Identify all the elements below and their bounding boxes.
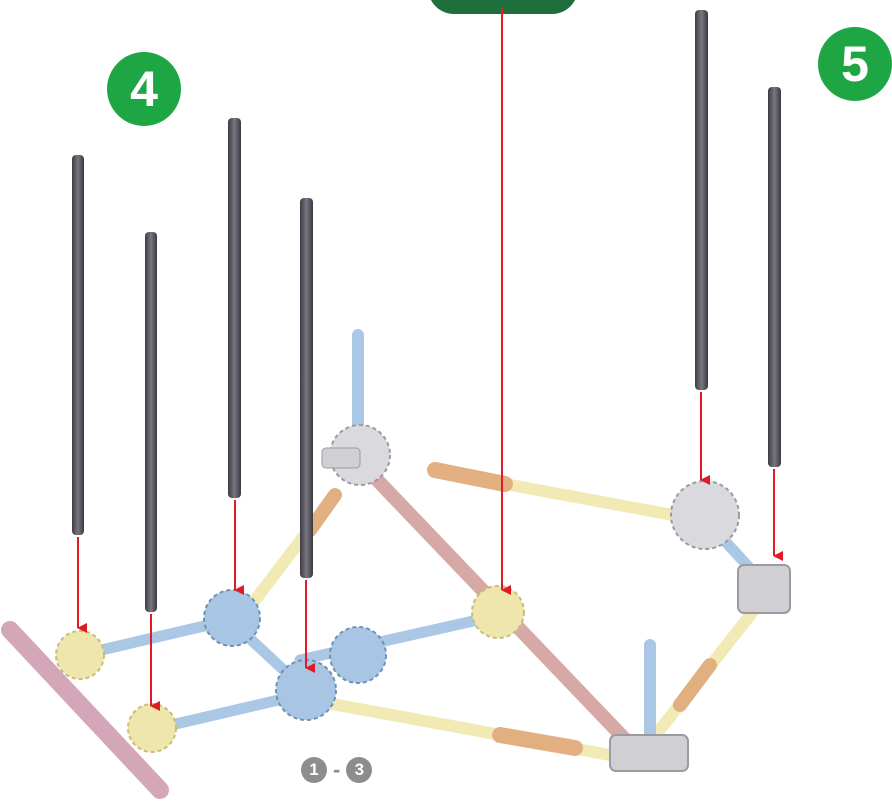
range-separator: -: [333, 757, 341, 782]
connectors: [55, 424, 791, 772]
insertion-arrows: [77, 8, 783, 711]
dark-rods: [72, 10, 781, 612]
yellow-connector: [127, 703, 177, 753]
yellow-connector: [55, 630, 105, 680]
blue-rod: [294, 609, 506, 666]
pink-rod: [1, 621, 169, 799]
dark-rod: [228, 118, 241, 498]
orange-connector-rod: [427, 462, 513, 492]
grey-connector: [670, 480, 740, 550]
step-number-badge: 5: [818, 27, 892, 101]
dark-rod: [72, 155, 84, 535]
blue-connector: [203, 589, 261, 647]
base-frame: [1, 329, 776, 799]
blue-connector: [329, 626, 387, 684]
dark-rod: [145, 232, 157, 612]
dark-rod: [300, 198, 313, 578]
range-end: 3: [346, 757, 373, 783]
step-range-label: 1 - 3: [301, 757, 373, 783]
step-number-text: 4: [130, 61, 158, 117]
orange-connector-rod: [492, 727, 583, 756]
blue-connector: [275, 659, 337, 721]
dark-rod: [695, 10, 708, 390]
grey-connector: [609, 734, 689, 772]
step-number-text: 5: [841, 36, 869, 92]
orange-connector-rod: [303, 488, 342, 537]
header-tab-fragment: [428, 0, 578, 14]
dark-rod: [768, 87, 781, 467]
yellow-connector: [471, 585, 525, 639]
range-start: 1: [301, 757, 327, 783]
grey-connector: [737, 564, 791, 614]
grey-connector: [321, 447, 361, 469]
step-number-badge: 4: [107, 52, 181, 126]
orange-connector-rod: [673, 658, 717, 712]
